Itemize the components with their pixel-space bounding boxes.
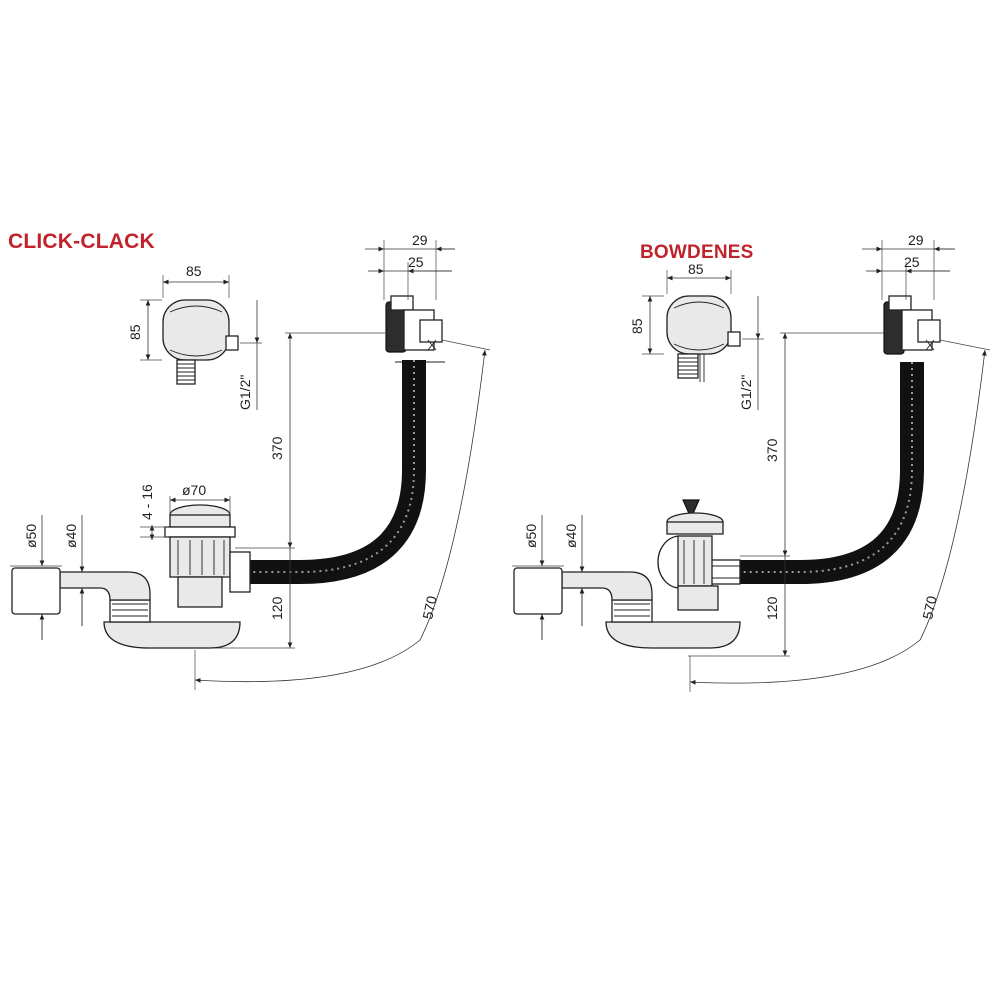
- variant-title-click-clack: CLICK-CLACK: [8, 230, 155, 253]
- dim-overflow-outer: 29: [908, 232, 924, 248]
- overflow-head: [385, 295, 445, 363]
- dim-overflow-inner: 25: [408, 254, 424, 270]
- dim-370: 370: [269, 436, 285, 460]
- control-knob-box: [666, 295, 741, 382]
- dim-overflow-inner: 25: [904, 254, 920, 270]
- click-clack-assembly: 85 85 G1/2": [10, 232, 491, 690]
- dim-thread: G1/2": [237, 375, 253, 410]
- dim-line-570: [194, 349, 487, 683]
- dim-drain-diameter: ø70: [182, 482, 206, 498]
- dim-overflow-outer: 29: [412, 232, 428, 248]
- dim-pipe-outer: ø50: [523, 524, 539, 548]
- dim-370: 370: [764, 438, 780, 462]
- dim-box-height: 85: [127, 324, 143, 340]
- dim-box-width: 85: [186, 263, 202, 279]
- bowdenes-assembly: 85 85 G1/2" 29: [512, 232, 991, 692]
- dim-570: 570: [419, 594, 440, 620]
- overflow-head: [883, 295, 941, 355]
- dim-range: 4 - 16: [139, 484, 155, 520]
- dim-120: 120: [764, 596, 780, 620]
- dim-pipe-outer: ø50: [23, 524, 39, 548]
- variant-title-bowdenes: BOWDENES: [640, 242, 754, 263]
- drain-valve: [657, 499, 724, 611]
- flex-hose: [740, 362, 924, 584]
- dim-pipe-inner: ø40: [63, 524, 79, 548]
- dim-thread: G1/2": [738, 375, 754, 410]
- dim-120: 120: [269, 596, 285, 620]
- control-knob-box: [162, 299, 239, 385]
- dim-box-height: 85: [629, 318, 645, 334]
- dim-box-width: 85: [688, 261, 704, 277]
- flex-hose: [250, 360, 426, 584]
- drain-valve: [164, 504, 251, 608]
- dim-pipe-inner: ø40: [563, 524, 579, 548]
- dim-570: 570: [919, 594, 940, 620]
